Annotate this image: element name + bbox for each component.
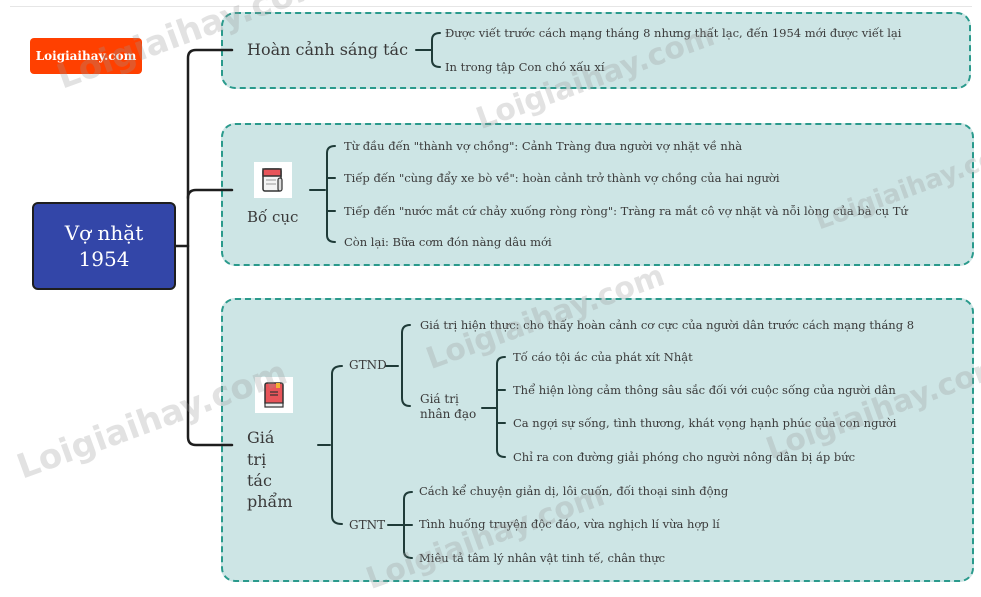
gtnt-item: Tình huống truyện độc đáo, vừa nghịch lí… <box>419 517 720 531</box>
nhan-dao-item: Chỉ ra con đường giải phóng cho người nô… <box>513 450 856 464</box>
nhan-dao-item: Thể hiện lòng cảm thông sâu sắc đối với … <box>513 383 896 397</box>
branch-gia-tri-title-3: tác <box>247 471 272 490</box>
branch-bo-cuc-title[interactable]: Bố cục <box>247 208 299 226</box>
hoan-canh-item: In trong tập Con chó xấu xí <box>445 60 605 74</box>
branch-gia-tri-title-4: phẩm <box>247 492 293 511</box>
hoan-canh-item: Được viết trước cách mạng tháng 8 nhưng … <box>445 26 902 40</box>
gtnt-label[interactable]: GTNT <box>349 518 386 532</box>
panel-gia-tri <box>221 298 974 582</box>
notebook-icon <box>254 162 292 198</box>
nhan-dao-item: Tố cáo tội ác của phát xít Nhật <box>513 350 693 364</box>
bo-cuc-item: Tiếp đến "cùng đẩy xe bò về": hoàn cảnh … <box>344 171 780 185</box>
gtnt-item: Cách kể chuyện giản dị, lôi cuốn, đối th… <box>419 484 729 498</box>
top-divider <box>10 6 972 7</box>
gtnd-label[interactable]: GTND <box>349 358 387 372</box>
branch-gia-tri-title-2: trị <box>247 450 267 469</box>
branch-hoan-canh-title[interactable]: Hoàn cảnh sáng tác <box>247 40 409 59</box>
nhan-dao-label-2: nhân đạo <box>420 407 477 421</box>
nhan-dao-label-1[interactable]: Giá trị <box>420 392 459 406</box>
root-node[interactable]: Vợ nhặt 1954 <box>32 202 176 290</box>
brand-logo[interactable]: Loigiaihay.com <box>30 38 142 74</box>
bo-cuc-item: Từ đầu đến "thành vợ chồng": Cảnh Tràng … <box>344 139 743 153</box>
root-year: 1954 <box>78 247 130 271</box>
panel-bo-cuc <box>221 123 974 266</box>
book-icon <box>255 377 293 413</box>
panel-hoan-canh <box>221 12 971 89</box>
branch-gia-tri-title-1[interactable]: Giá <box>247 428 275 447</box>
bo-cuc-item: Còn lại: Bữa cơm đón nàng dâu mới <box>344 235 552 249</box>
bo-cuc-item: Tiếp đến "nước mắt cứ chảy xuống ròng rò… <box>344 204 908 218</box>
root-title: Vợ nhặt <box>64 221 144 245</box>
gtnt-item: Miêu tả tâm lý nhân vật tinh tế, chân th… <box>419 551 666 565</box>
nhan-dao-item: Ca ngợi sự sống, tình thương, khát vọng … <box>513 416 897 430</box>
gia-tri-hien-thuc: Giá trị hiện thực: cho thấy hoàn cảnh cơ… <box>420 318 915 332</box>
